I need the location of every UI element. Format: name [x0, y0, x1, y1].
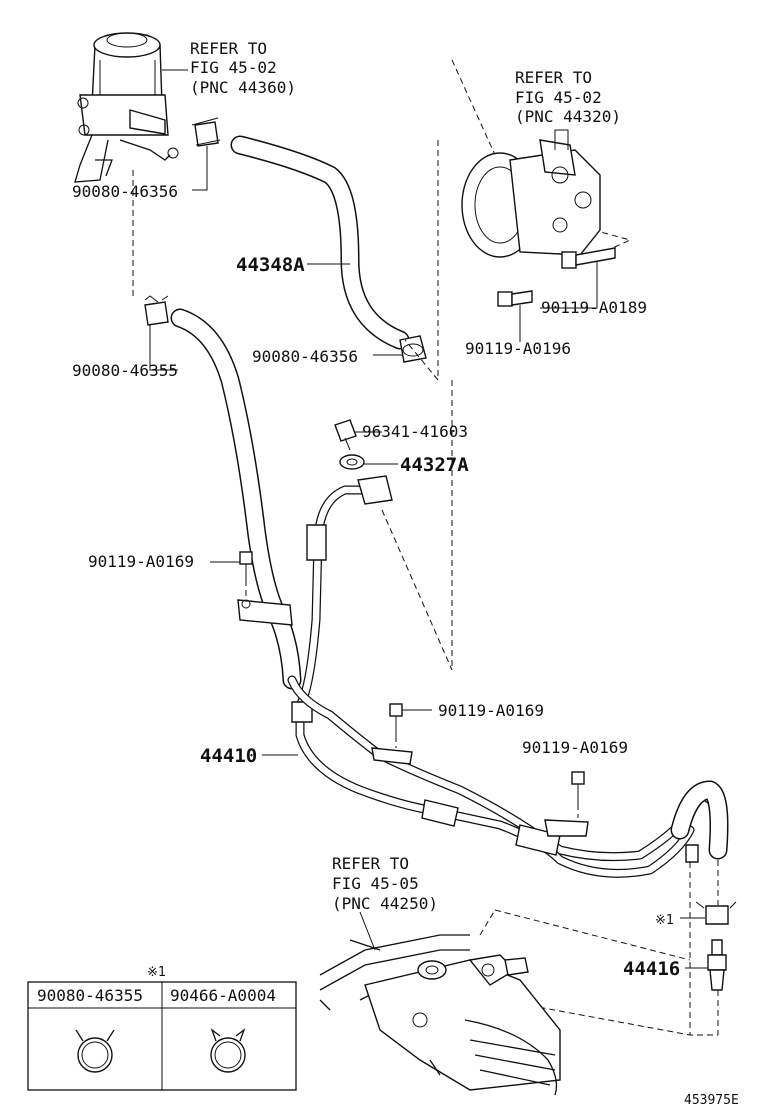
clamp-90080-46355-icon — [75, 1029, 115, 1073]
bracket-left-icon — [237, 599, 293, 626]
gasket-icon — [339, 454, 365, 470]
hose-right-fitting-icon — [707, 939, 727, 991]
reservoir-ref-line2: FIG 45-02 — [190, 58, 277, 77]
union-bolt-icon — [334, 419, 357, 451]
clamp-legend-table — [27, 981, 297, 1091]
pump-ref-line2: FIG 45-02 — [515, 88, 602, 107]
label-bolt-pump-long: 90119-A0189 — [541, 298, 647, 317]
label-pressure-hose: 44410 — [200, 745, 257, 767]
figure-code: 453975E — [684, 1093, 739, 1108]
label-bolt-right: 90119-A0169 — [522, 738, 628, 757]
label-bolt-pump-short: 90119-A0196 — [465, 339, 571, 358]
pump-ref-line1: REFER TO — [515, 68, 592, 87]
return-hose-44348a — [230, 135, 410, 350]
clamp-top-icon — [191, 117, 221, 147]
label-clamp-left: 90080-46355 — [72, 361, 178, 380]
label-union-bolt: 96341-41603 — [362, 422, 468, 441]
clamp-90466-a0004-icon — [210, 1028, 246, 1073]
label-clamp-bottom: 90080-46356 — [252, 347, 358, 366]
clamp-right-icon — [695, 901, 737, 925]
label-bolt-left: 90119-A0169 — [88, 552, 194, 571]
bolt-mid-icon — [389, 703, 403, 736]
table-mark: ※1 — [147, 965, 166, 980]
label-bolt-mid: 90119-A0169 — [438, 701, 544, 720]
bolt-left-icon — [239, 551, 253, 580]
label-clamp-top: 90080-46356 — [72, 182, 178, 201]
bolt-pump-long-icon — [561, 247, 616, 269]
label-clamp-mark: ※1 — [655, 913, 674, 928]
label-hose-right: 44416 — [623, 958, 680, 980]
return-hose-right — [670, 780, 729, 863]
pump-ref-line3: (PNC 44320) — [515, 107, 621, 126]
table-header-col1: 90080-46355 — [37, 986, 143, 1005]
table-header-col2: 90466-A0004 — [170, 986, 276, 1005]
pressure-hose-44410 — [291, 475, 435, 815]
pressure-hose-upper — [170, 308, 302, 690]
reservoir-ref-line1: REFER TO — [190, 39, 267, 58]
clamp-bottom-icon — [399, 335, 427, 363]
bracket-mid-icon — [371, 747, 413, 765]
clamp-left-icon — [144, 295, 169, 326]
reservoir-drawing — [74, 32, 179, 183]
label-gasket: 44327A — [400, 454, 469, 476]
steering-gear-drawing — [319, 934, 561, 1096]
bolt-pump-short-icon — [497, 290, 533, 307]
pump-drawing — [461, 129, 601, 258]
gear-ref-line1: REFER TO — [332, 854, 409, 873]
reservoir-ref-line3: (PNC 44360) — [190, 78, 296, 97]
bolt-right-icon — [571, 771, 585, 804]
bracket-right-icon — [544, 819, 589, 837]
label-hose-return: 44348A — [236, 254, 305, 276]
gear-ref-line3: (PNC 44250) — [332, 894, 438, 913]
gear-ref-line2: FIG 45-05 — [332, 874, 419, 893]
